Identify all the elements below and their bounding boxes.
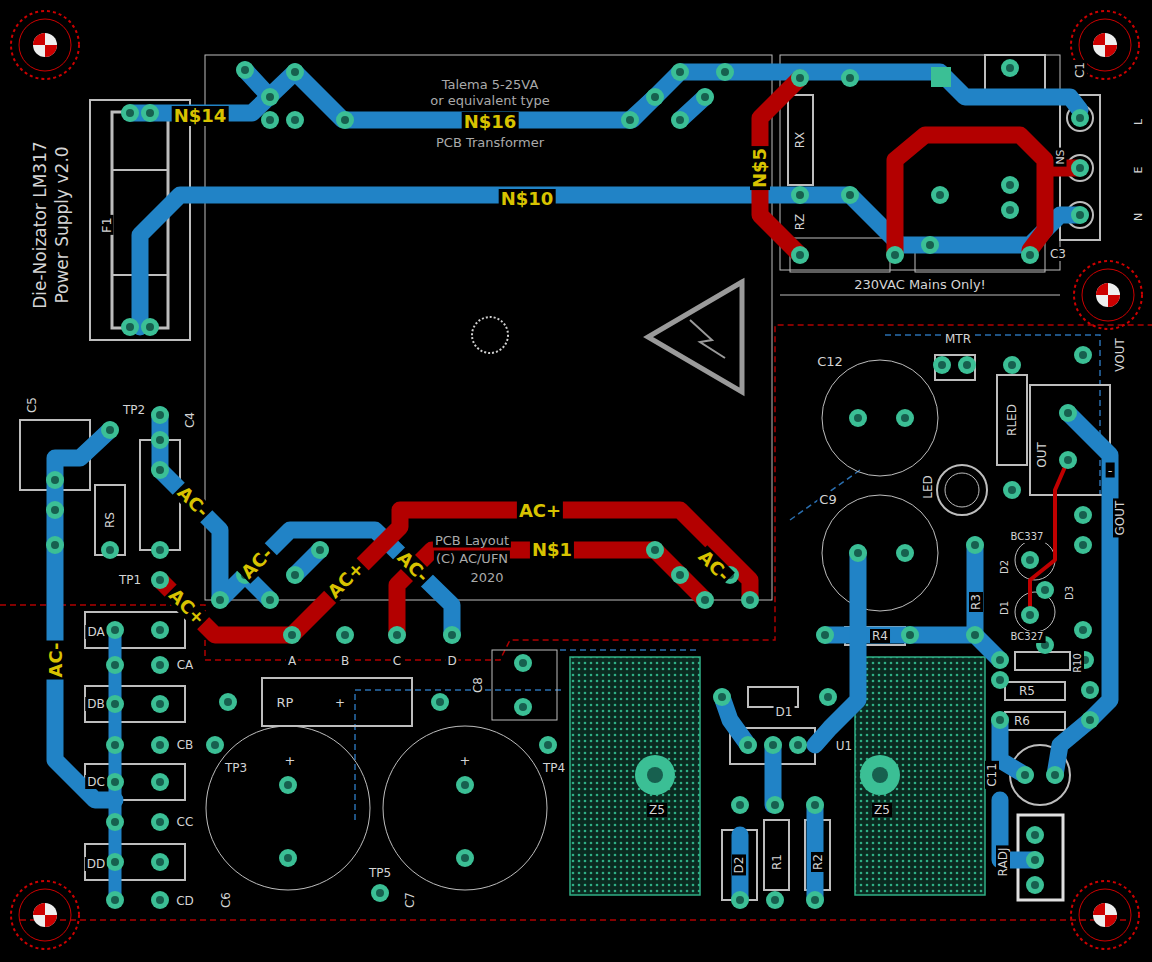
silkscreen-label: TP5: [367, 866, 393, 880]
silkscreen-label: D: [445, 654, 458, 668]
silkscreen-label: (C) AC/UFN: [434, 551, 510, 566]
silkscreen-label: C12: [815, 354, 845, 369]
silkscreen-label: NS: [1054, 147, 1067, 166]
ratsnest-outline: [0, 325, 1152, 920]
silkscreen-label: CC: [175, 815, 196, 829]
silkscreen-label: D2: [999, 558, 1011, 576]
mounting-hole: [11, 11, 1142, 949]
silkscreen-label: RZ: [793, 212, 807, 233]
net-label: AC+: [517, 501, 563, 521]
net-label: AC-: [392, 546, 434, 588]
silkscreen-label: B: [339, 654, 351, 668]
silkscreen-label: Z5: [872, 803, 892, 817]
silkscreen-label: Z5: [647, 803, 667, 817]
net-label: AC-: [236, 542, 278, 584]
silkscreen-label: C4: [183, 410, 197, 430]
silkscreen-label: DC: [85, 775, 107, 789]
silkscreen-label: C7: [403, 890, 417, 910]
silkscreen-label: U1: [834, 739, 854, 753]
silkscreen-label: R10: [1072, 651, 1084, 675]
silkscreen-label: RP: [275, 695, 296, 710]
silkscreen-label: TP1: [117, 573, 143, 587]
silkscreen-label: Power Supply v2.0: [53, 144, 72, 305]
silkscreen-label: +: [458, 753, 473, 768]
silkscreen-label: C5: [25, 395, 39, 415]
silkscreen-label: 2020: [468, 570, 505, 585]
silkscreen-label: R1: [770, 852, 784, 872]
silkscreen-label: C: [391, 654, 403, 668]
silkscreen-label: TP2: [121, 403, 147, 417]
net-label: AC-: [172, 481, 214, 523]
net-label: AC+: [164, 584, 211, 631]
silkscreen-label: F1: [99, 215, 114, 235]
silkscreen-label: C9: [817, 492, 838, 507]
silkscreen-label: DD: [85, 857, 107, 871]
silkscreen-label: R6: [1012, 714, 1032, 728]
net-label: N$1: [530, 540, 574, 560]
net-label: N$16: [462, 112, 519, 132]
silkscreen-label: A: [286, 654, 298, 668]
silkscreen-label: Die-Noizator LM317: [31, 139, 50, 311]
silkscreen-label: +: [283, 753, 298, 768]
silkscreen-label: CA: [175, 658, 196, 672]
silkscreen-label: +: [333, 696, 347, 710]
silkscreen-label: C6: [219, 890, 233, 910]
silkscreen-label: Talema 5-25VA: [440, 77, 541, 92]
silkscreen-label: BC327: [1009, 631, 1046, 643]
silkscreen-label: BC337: [1009, 531, 1046, 543]
silkscreen-label: R3: [969, 592, 983, 612]
silkscreen-label: C1: [1073, 60, 1087, 80]
silkscreen-label: D3: [1064, 584, 1076, 602]
net-label: AC+: [323, 557, 370, 604]
silkscreen-label: or equivalent type: [428, 93, 551, 108]
silkscreen-label: RS: [103, 510, 117, 530]
silkscreen-label: R4: [870, 629, 890, 643]
silkscreen-label: C11: [985, 761, 999, 789]
net-label: N$10: [499, 189, 556, 209]
silkscreen-label: DB: [85, 697, 106, 711]
net-label: N$5: [750, 146, 770, 190]
silkscreen-label: C8: [471, 675, 485, 695]
silkscreen-label: RADJ: [996, 846, 1010, 879]
silkscreen-label: E: [1132, 165, 1145, 176]
silkscreen-label: DA: [85, 625, 106, 639]
silkscreen-label: TP4: [541, 761, 567, 775]
heatsink: [570, 657, 985, 895]
net-label: AC-: [46, 640, 66, 679]
silkscreen-label: RLED: [1005, 402, 1019, 438]
copper-trace: [55, 70, 1110, 900]
silkscreen-label: L: [1132, 117, 1145, 127]
silkscreen-label: D1: [999, 599, 1011, 617]
silkscreen-label: TP3: [223, 761, 249, 775]
silkscreen-label: VOUT: [1113, 336, 1127, 374]
silkscreen-label: PCB Layout: [433, 533, 511, 548]
silkscreen-label: OUT: [1035, 440, 1049, 470]
silkscreen-label: PCB Transformer: [434, 135, 546, 150]
silkscreen-label: GOUT: [1113, 499, 1127, 538]
silkscreen-label: R2: [811, 852, 825, 872]
silkscreen-label: CB: [175, 738, 196, 752]
net-label: N$14: [172, 106, 229, 126]
silkscreen-label: C3: [1048, 247, 1068, 261]
silkscreen-label: 230VAC Mains Only!: [852, 277, 988, 292]
silkscreen-label: D1: [774, 705, 795, 719]
net-label: AC-: [693, 545, 735, 587]
component-outline: [20, 55, 1110, 900]
silkscreen-label: -: [1106, 463, 1115, 478]
silkscreen-label: N: [1132, 211, 1145, 223]
silkscreen-label: R5: [1017, 684, 1037, 698]
silkscreen-label: D2: [732, 855, 746, 876]
pad: [46, 59, 1099, 909]
silkscreen-label: LED: [921, 473, 935, 501]
silkscreen-label: MTR: [943, 332, 973, 346]
silkscreen-label: RX: [793, 130, 807, 151]
silkscreen-label: CD: [174, 894, 196, 908]
